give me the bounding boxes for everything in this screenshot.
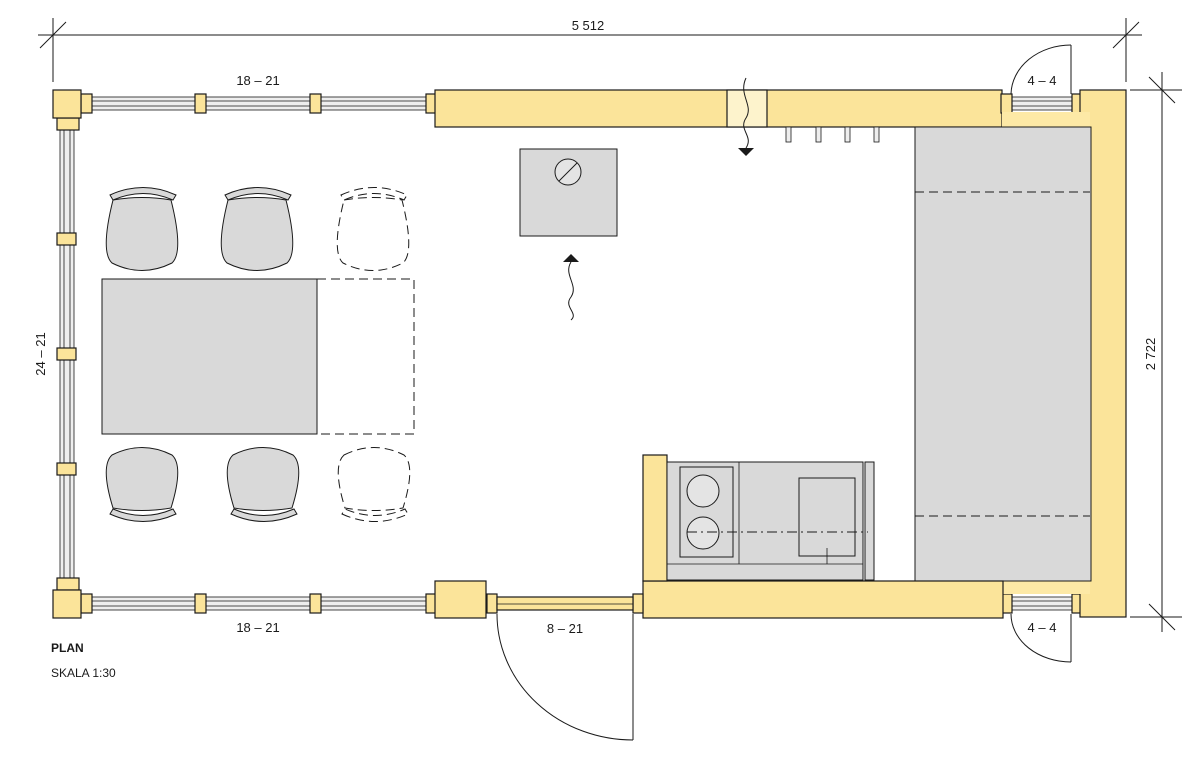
dining-area xyxy=(101,187,415,522)
bottom-wall-stub xyxy=(434,580,487,619)
flow-arrow-up-icon xyxy=(563,254,579,262)
chair-backrest xyxy=(109,508,177,522)
chair-backrest xyxy=(109,187,177,201)
corner-post-top-left xyxy=(52,89,82,119)
chair-backrest-optional xyxy=(341,508,409,522)
chair-backrest xyxy=(224,187,292,201)
window-bottom-right-label: 4 – 4 xyxy=(1028,620,1057,635)
right-bench xyxy=(914,126,1092,582)
window-top-right-label: 4 – 4 xyxy=(1028,73,1057,88)
top-right-window xyxy=(1000,44,1084,114)
door-front-label: 8 – 21 xyxy=(547,621,583,636)
drawing-scale: SKALA 1:30 xyxy=(51,666,116,680)
corner-post-bottom-left xyxy=(52,589,82,619)
left-window-wall xyxy=(56,117,80,591)
dining-table xyxy=(101,278,318,435)
front-door xyxy=(486,593,644,741)
bottom-left-window-wall xyxy=(80,593,438,614)
top-left-window-wall xyxy=(80,93,438,114)
window-bottom-left-label: 18 – 21 xyxy=(236,620,279,635)
chair-backrest xyxy=(230,508,298,522)
burner-icon xyxy=(686,474,720,508)
chair xyxy=(105,197,179,271)
stove xyxy=(519,148,618,321)
chair-backrest-optional xyxy=(340,187,408,201)
dimension-overall-width: 5 512 xyxy=(38,18,1142,82)
dimension-overall-depth: 2 722 xyxy=(1130,72,1182,632)
chair-optional xyxy=(336,197,410,271)
sink xyxy=(798,477,856,557)
burner-icon xyxy=(686,516,720,550)
flow-arrow-down-icon xyxy=(738,148,754,156)
chair xyxy=(226,447,300,511)
chair-optional xyxy=(337,447,411,511)
window-left-side-label: 24 – 21 xyxy=(33,332,48,375)
chair xyxy=(105,447,179,511)
kitchen-unit xyxy=(642,454,875,582)
drawing-title: PLAN xyxy=(51,641,84,655)
overall-width-label: 5 512 xyxy=(572,18,605,33)
table-extension xyxy=(316,278,415,435)
overall-depth-label: 2 722 xyxy=(1143,338,1158,371)
window-top-left-label: 18 – 21 xyxy=(236,73,279,88)
bottom-solid-wall xyxy=(642,580,1004,619)
chair xyxy=(220,197,294,271)
top-solid-wall xyxy=(434,77,1003,156)
